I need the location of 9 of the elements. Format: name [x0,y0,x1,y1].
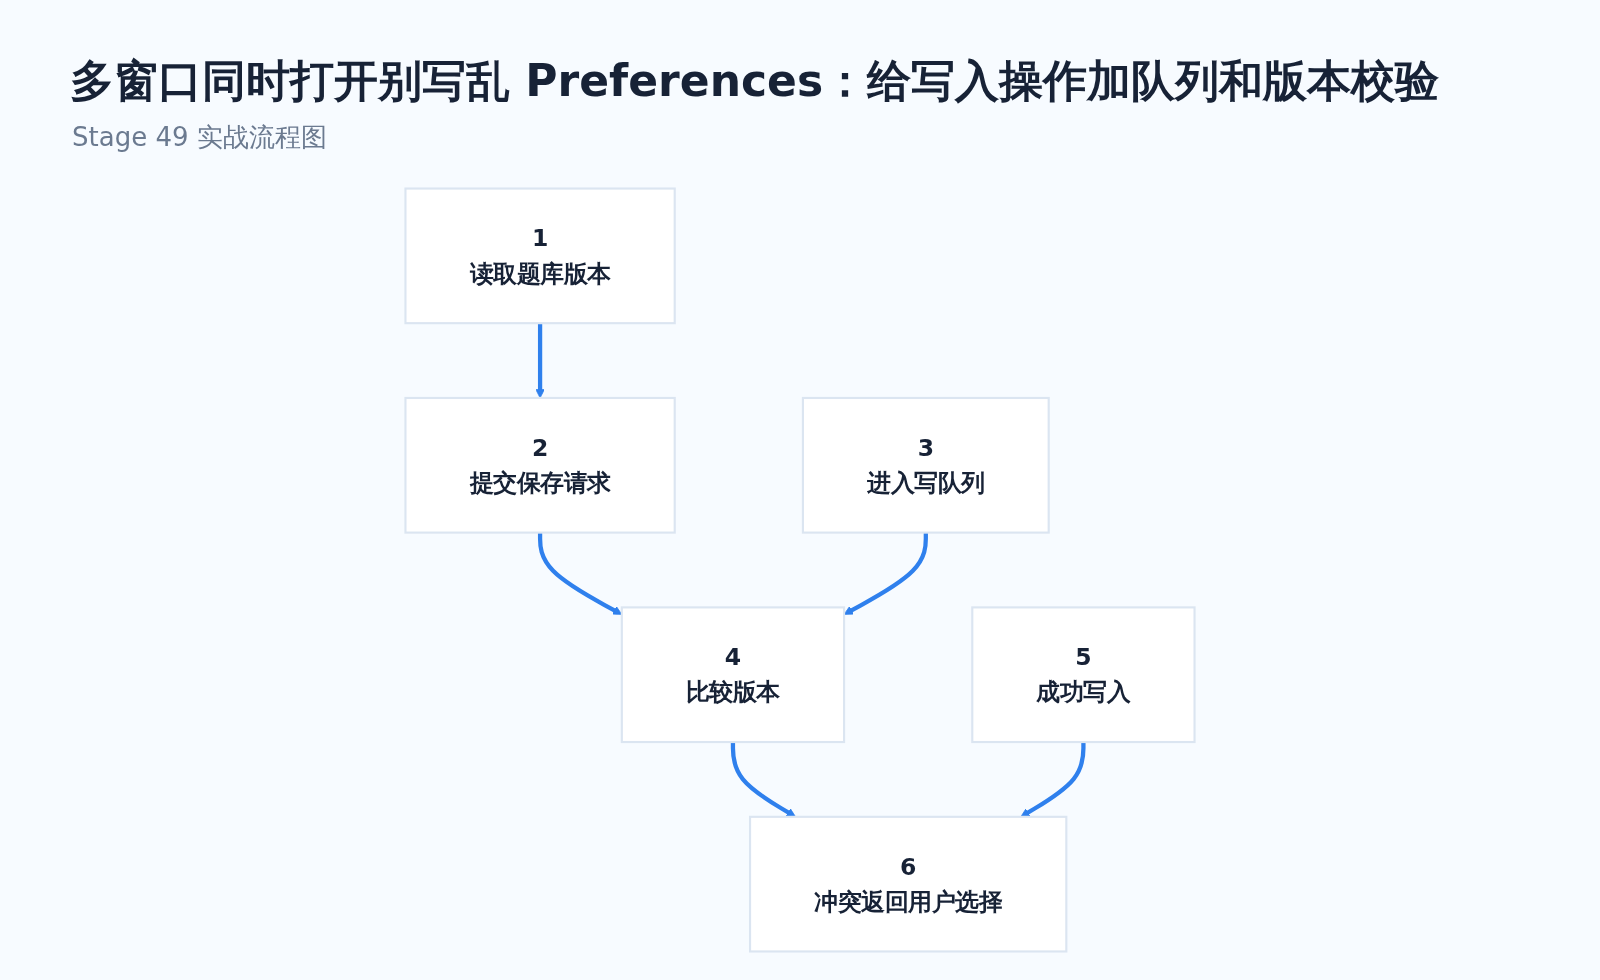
node-box: 3 进入写队列 [801,396,1050,534]
node-box: 4 比较版本 [620,606,846,744]
node-box: 2 提交保存请求 [404,396,676,534]
arrow [843,532,928,615]
node-box: 5 成功写入 [971,606,1196,744]
node-box: 6 冲突返回用户选择 [748,815,1068,953]
node-box: 1 读取题库版本 [404,187,676,325]
title: 多窗口同时打开别写乱 Preferences：给写入操作加队列和版本校验 [70,54,1440,108]
subtitle: Stage 49 实战流程图 [72,121,327,154]
